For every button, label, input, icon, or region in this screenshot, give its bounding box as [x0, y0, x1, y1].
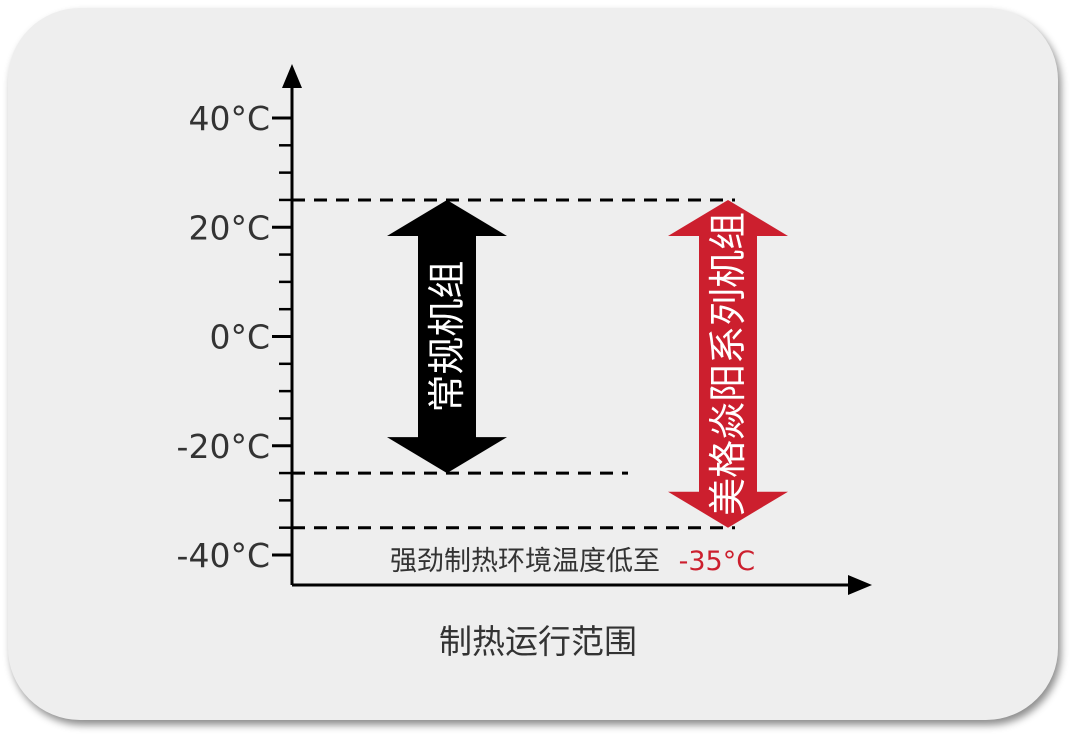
- y-tick-label: 0°C: [209, 318, 270, 357]
- y-tick-label: 20°C: [188, 208, 270, 247]
- annotation: 强劲制热环境温度低至 -35°C: [390, 546, 755, 577]
- y-tick-label: 40°C: [188, 99, 270, 138]
- chart-card: [8, 8, 1058, 720]
- x-axis-title: 制热运行范围: [439, 622, 637, 661]
- range-label-2: 美格焱阳系列机组: [706, 212, 750, 516]
- range-guides: [292, 198, 735, 530]
- range-arrow-1: [387, 199, 507, 474]
- annotation-value: -35°C: [679, 546, 755, 577]
- axes: [282, 64, 872, 595]
- y-tick-label: -20°C: [177, 427, 270, 466]
- y-ticks: 40°C 20°C 0°C -20°C -40°C: [177, 99, 292, 575]
- y-tick-label: -40°C: [177, 536, 270, 575]
- y-axis-arrowhead: [282, 64, 302, 88]
- range-label-1: 常规机组: [425, 260, 469, 412]
- range-arrows: 常规机组 美格焱阳系列机组: [387, 199, 788, 528]
- range-arrow-2: [668, 199, 788, 528]
- x-axis-arrowhead: [848, 575, 872, 595]
- annotation-text: 强劲制热环境温度低至: [390, 546, 660, 577]
